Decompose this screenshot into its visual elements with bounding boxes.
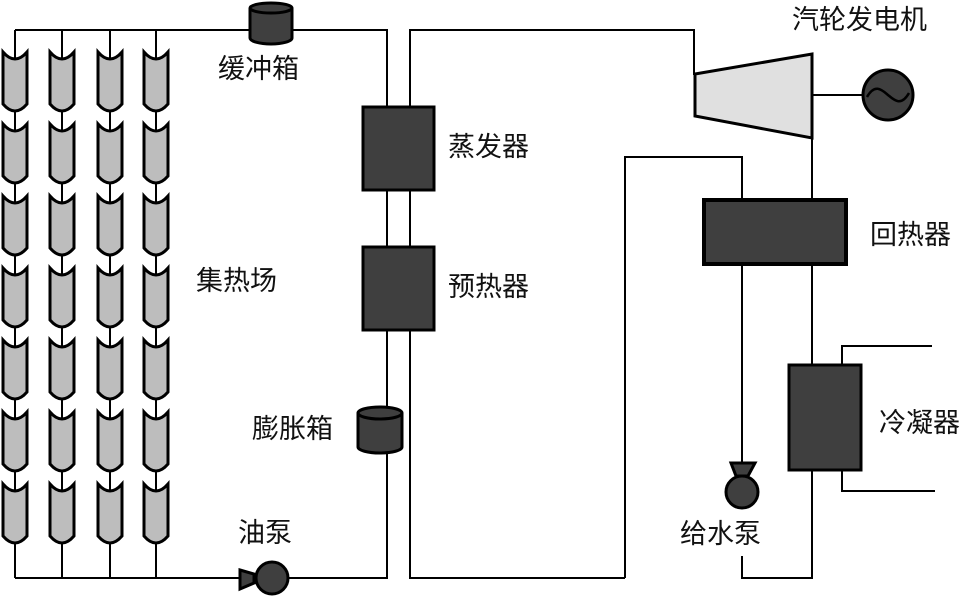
solar-collector	[48, 479, 76, 545]
condenser-label: 冷凝器	[879, 408, 960, 439]
solar-collector	[142, 119, 170, 185]
solar-collector	[1, 119, 29, 185]
solar-collector	[142, 407, 170, 473]
turbine	[693, 52, 814, 140]
solar-collector	[142, 335, 170, 401]
feed-pump-label: 给水泵	[680, 519, 761, 550]
solar-collector	[96, 47, 124, 113]
evaporator-label: 蒸发器	[448, 132, 529, 163]
steam-pipe	[409, 29, 695, 579]
cooling-water-outlet	[841, 470, 935, 492]
solar-collector	[48, 263, 76, 329]
generator-icon	[861, 68, 915, 122]
solar-collector	[96, 191, 124, 257]
solar-collector	[1, 335, 29, 401]
preheater-label: 预热器	[448, 272, 529, 303]
cooling-water-inlet	[841, 345, 932, 365]
feed-pump-icon	[724, 461, 760, 510]
solar-collector	[48, 407, 76, 473]
solar-collector	[142, 47, 170, 113]
solar-collector	[1, 479, 29, 545]
oil-pump-label: 油泵	[238, 518, 292, 549]
solar-collector	[1, 191, 29, 257]
solar-collector	[48, 47, 76, 113]
solar-collector	[96, 479, 124, 545]
turbine-generator-label: 汽轮发电机	[792, 5, 927, 36]
oil-pump-icon	[238, 560, 290, 596]
solar-collector	[142, 263, 170, 329]
preheater	[361, 245, 436, 332]
condenser-outlet-pipe	[741, 470, 813, 579]
solar-collector	[142, 479, 170, 545]
collector-field-label: 集热场	[196, 266, 277, 297]
collector-field	[1, 47, 170, 545]
evaporator	[361, 105, 436, 192]
solar-collector	[1, 407, 29, 473]
expansion-tank	[356, 405, 404, 455]
regenerator	[702, 198, 848, 266]
solar-collector	[48, 335, 76, 401]
solar-collector	[96, 407, 124, 473]
solar-collector	[96, 119, 124, 185]
solar-collector	[1, 263, 29, 329]
solar-collector	[1, 47, 29, 113]
solar-collector	[48, 191, 76, 257]
expansion-tank-label: 膨胀箱	[252, 414, 333, 445]
solar-collector	[142, 191, 170, 257]
condenser	[787, 363, 863, 472]
solar-collector	[48, 119, 76, 185]
buffer-tank	[248, 1, 294, 46]
regenerator-cold-outlet-pipe	[624, 156, 743, 578]
solar-collector	[96, 335, 124, 401]
regenerator-label: 回热器	[870, 220, 951, 251]
buffer-tank-label: 缓冲箱	[218, 54, 299, 85]
solar-collector	[96, 263, 124, 329]
